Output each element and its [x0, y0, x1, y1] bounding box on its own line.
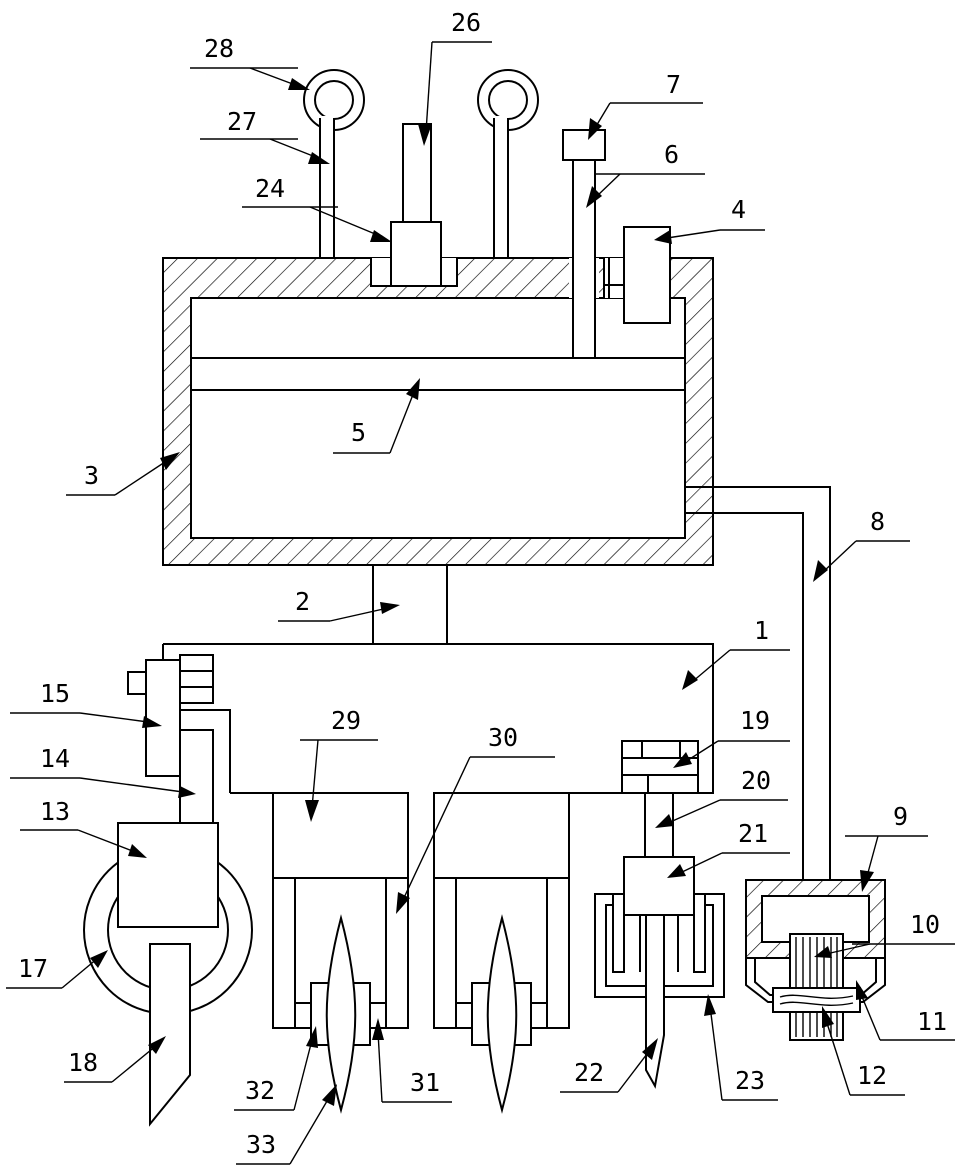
- piston-plate: [191, 358, 685, 390]
- label-13: 13: [40, 797, 70, 826]
- left-mechanism: [84, 655, 252, 1124]
- piston-rod: [563, 130, 605, 358]
- label-19: 19: [740, 706, 770, 735]
- label-14: 14: [40, 744, 70, 773]
- label-11: 11: [917, 1007, 947, 1036]
- label-22: 22: [574, 1058, 604, 1087]
- label-23: 23: [735, 1066, 765, 1095]
- label-20: 20: [741, 766, 771, 795]
- label-33: 33: [246, 1130, 276, 1159]
- label-28: 28: [204, 34, 234, 63]
- label-15: 15: [40, 679, 70, 708]
- label-17: 17: [18, 954, 48, 983]
- label-8: 8: [870, 507, 885, 536]
- cutter-unit-left: [273, 793, 408, 1110]
- label-31: 31: [410, 1068, 440, 1097]
- label-5: 5: [351, 418, 366, 447]
- label-2: 2: [295, 587, 310, 616]
- label-3: 3: [84, 461, 99, 490]
- label-1: 1: [754, 616, 769, 645]
- pump-assembly: [391, 124, 441, 286]
- sprayer-head: [746, 880, 885, 1040]
- label-7: 7: [666, 70, 681, 99]
- label-27: 27: [227, 107, 257, 136]
- label-21: 21: [738, 819, 768, 848]
- label-4: 4: [731, 195, 746, 224]
- label-32: 32: [245, 1076, 275, 1105]
- label-30: 30: [488, 723, 518, 752]
- label-10: 10: [910, 910, 940, 939]
- label-12: 12: [857, 1061, 887, 1090]
- label-9: 9: [893, 802, 908, 831]
- label-6: 6: [664, 140, 679, 169]
- label-29: 29: [331, 706, 361, 735]
- label-26: 26: [451, 8, 481, 37]
- label-24: 24: [255, 174, 285, 203]
- label-18: 18: [68, 1048, 98, 1077]
- cutter-unit-right: [434, 793, 569, 1110]
